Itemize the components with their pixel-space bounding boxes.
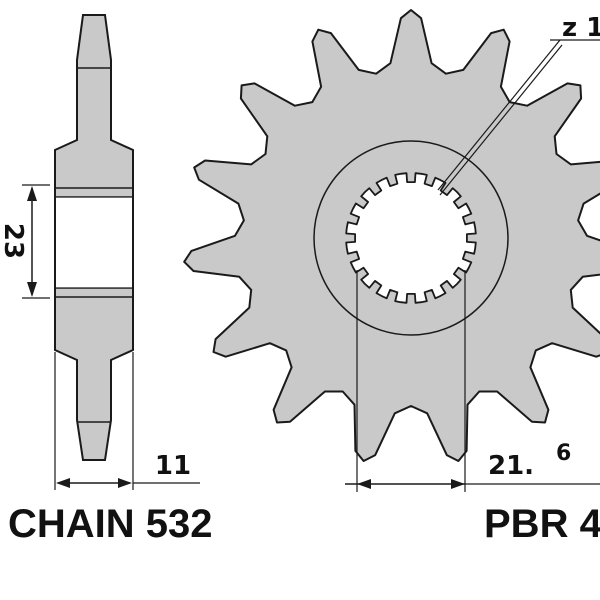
- height-value: 23: [0, 223, 28, 259]
- width-value: 11: [155, 451, 191, 481]
- front-view: [183, 9, 600, 462]
- hub-bore-band: [56, 197, 132, 288]
- height-dimension: 23: [0, 184, 50, 299]
- hub-circle: [313, 140, 509, 336]
- width-dimension: 11: [54, 352, 200, 490]
- teeth-leader: z 1: [437, 13, 600, 196]
- spline-bore: [345, 172, 477, 304]
- side-profile: [54, 14, 134, 461]
- spline-value: 21.: [488, 451, 534, 481]
- part-number: PBR 44: [484, 502, 600, 546]
- spline-dimension: 21. 6: [345, 270, 600, 492]
- chain-label: CHAIN 532: [8, 502, 213, 546]
- spline-value-superscript: 6: [556, 441, 571, 466]
- teeth-count-label: z 1: [562, 13, 600, 43]
